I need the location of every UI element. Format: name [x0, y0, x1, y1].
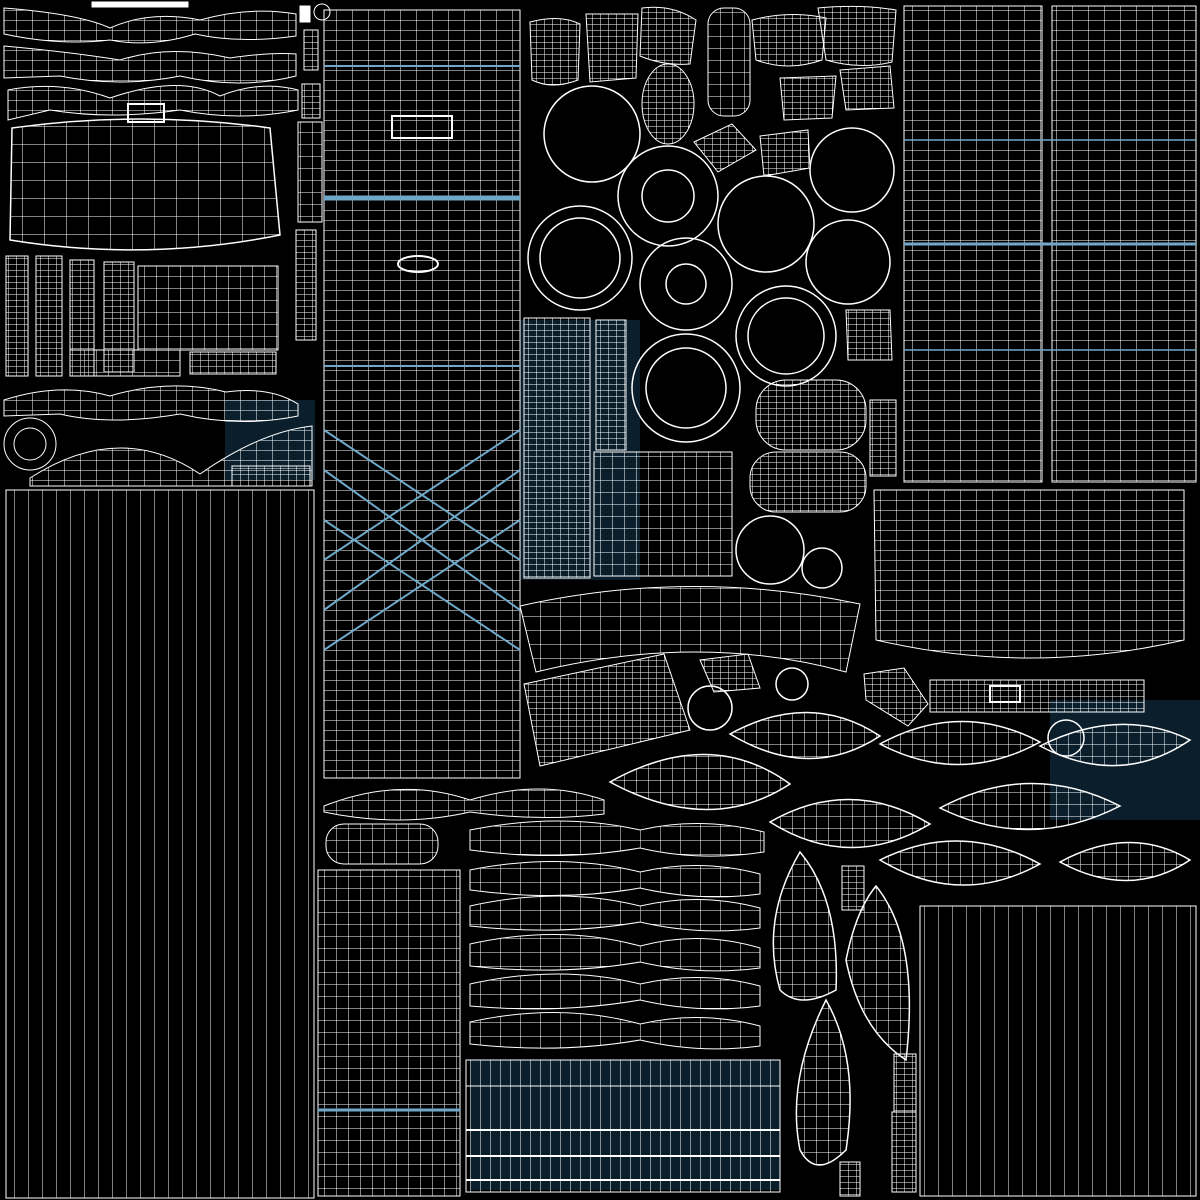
- uv-shell-left-tall: [5, 489, 315, 1199]
- uv-shell-circles: [527, 85, 1085, 757]
- uv-shell-middle-blocks: [519, 317, 861, 767]
- uv-shell-strips-left: [5, 255, 279, 377]
- uv-shell-center-tall: [323, 9, 521, 779]
- uv-shell-stacked-waves: [469, 820, 765, 1050]
- uv-shell-left-mid-waves: [3, 385, 313, 487]
- uv-shell-right-mid: [873, 489, 1185, 713]
- uv-shell-small-patches: [529, 5, 897, 361]
- uv-shell-lenses: [608, 711, 1192, 1166]
- uv-shell-right-bottom: [919, 905, 1197, 1197]
- uv-shell-bottom-center-block: [465, 1059, 781, 1193]
- uv-shell-top-waves: [3, 1, 299, 121]
- uv-shell-small-bits: [699, 379, 929, 1197]
- uv-shell-right-top: [903, 5, 1197, 483]
- uv-shell-top-left-body: [9, 103, 281, 251]
- uv-shell-bottom-left: [317, 788, 605, 1197]
- uv-shell-narrow-strips: [295, 3, 331, 341]
